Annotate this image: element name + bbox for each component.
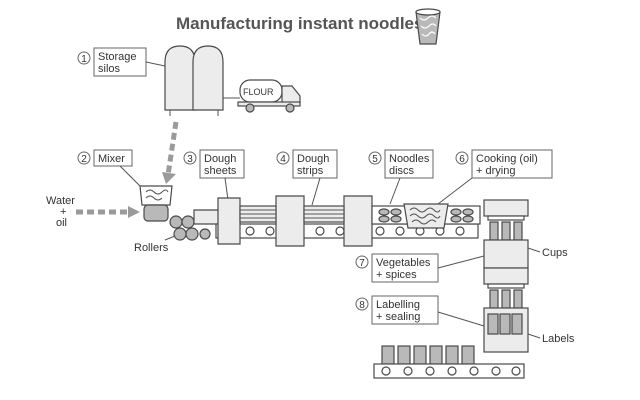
step-3-label: 3 Dough sheets <box>183 149 245 179</box>
svg-text:strips: strips <box>297 165 324 177</box>
labels-label: Labels <box>542 333 575 345</box>
step-5-label: 5 Noodles discs <box>368 149 434 179</box>
flour-flow-arrow <box>165 121 179 176</box>
svg-text:7: 7 <box>359 258 365 269</box>
svg-text:1: 1 <box>81 54 87 65</box>
flour-truck-icon: FLOUR <box>223 79 301 113</box>
svg-text:+ sealing: + sealing <box>376 311 420 323</box>
step-8-label: 8 Labelling + sealing <box>355 295 439 325</box>
svg-text:2: 2 <box>81 154 87 165</box>
svg-text:8: 8 <box>359 300 365 311</box>
silo-icon <box>164 45 224 116</box>
rollers-label: Rollers <box>134 242 169 254</box>
finished-cups <box>381 345 475 365</box>
svg-text:Dough: Dough <box>297 153 329 165</box>
svg-text:Vegetables: Vegetables <box>376 257 431 269</box>
oil-label: oil <box>56 217 67 229</box>
labelling-machine <box>483 267 529 353</box>
step-7-label: 7 Vegetables + spices <box>355 253 439 283</box>
fryer <box>403 203 449 229</box>
water-label: Water <box>46 195 75 207</box>
flour-flow-arrowhead <box>162 172 176 184</box>
svg-text:sheets: sheets <box>204 165 237 177</box>
svg-text:Mixer: Mixer <box>98 153 125 165</box>
step-1-label: 1 Storage silos <box>77 47 147 77</box>
noodle-discs <box>371 205 481 225</box>
plus-label: + <box>60 206 66 218</box>
bottom-conveyor <box>373 363 525 379</box>
mixer-icon <box>139 185 173 222</box>
cup-filling-machine <box>483 199 529 269</box>
svg-text:+ drying: + drying <box>476 165 515 177</box>
step-6-label: 6 Cooking (oil) + drying <box>455 149 553 179</box>
svg-text:Cooking (oil): Cooking (oil) <box>476 153 538 165</box>
svg-text:Labelling: Labelling <box>376 299 420 311</box>
strip-cutter-block <box>275 195 305 247</box>
sheet-press-block <box>217 197 241 245</box>
svg-text:6: 6 <box>459 154 465 165</box>
svg-text:Dough: Dough <box>204 153 236 165</box>
step-2-label: 2 Mixer <box>77 149 133 167</box>
cups-label: Cups <box>542 247 568 259</box>
svg-text:+ spices: + spices <box>376 269 417 281</box>
svg-text:discs: discs <box>389 165 415 177</box>
svg-text:FLOUR: FLOUR <box>243 87 274 97</box>
dough-strips <box>239 205 345 223</box>
svg-text:Noodles: Noodles <box>389 153 430 165</box>
cup-icon <box>489 221 523 241</box>
svg-text:5: 5 <box>372 154 378 165</box>
noodle-cup-icon <box>415 8 441 45</box>
svg-text:3: 3 <box>187 154 193 165</box>
disc-cutter-block <box>343 195 373 247</box>
svg-text:4: 4 <box>280 154 286 165</box>
water-oil-arrowhead <box>128 206 140 218</box>
svg-text:silos: silos <box>98 63 121 75</box>
svg-text:Storage: Storage <box>98 51 137 63</box>
roller-icon <box>169 215 211 241</box>
step-4-label: 4 Dough strips <box>276 149 338 179</box>
diagram-title: Manufacturing instant noodles <box>176 14 423 33</box>
